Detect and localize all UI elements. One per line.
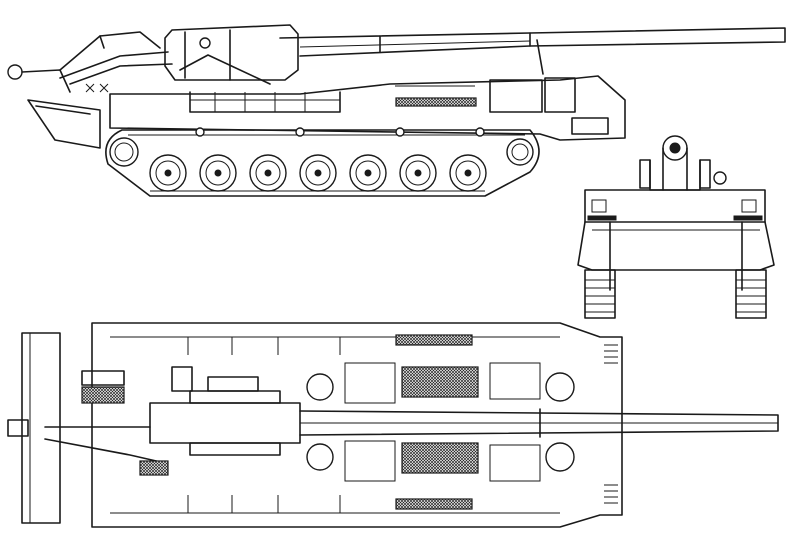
drive-sprocket (109, 137, 534, 167)
gun-muzzle (639, 135, 727, 191)
road-wheel (299, 154, 337, 192)
tracks-front (584, 269, 767, 319)
road-wheel (149, 154, 187, 192)
road-wheel (399, 154, 437, 192)
road-wheel (249, 154, 287, 192)
rear-spade (7, 31, 161, 149)
gun-top (44, 390, 779, 464)
gun-barrel (279, 27, 786, 75)
top-view (0, 315, 790, 536)
equipment-boxes (81, 366, 259, 476)
front-hull (577, 189, 775, 291)
return-rollers (195, 127, 485, 137)
road-wheel (199, 154, 237, 192)
side-view (0, 0, 790, 215)
front-view (570, 130, 785, 325)
road-wheel (349, 154, 387, 192)
gun-cradle (59, 24, 299, 85)
rear-spade-top (7, 332, 61, 524)
road-wheels (149, 154, 487, 192)
hull-top (91, 322, 623, 528)
road-wheel (449, 154, 487, 192)
front-grilles (604, 344, 618, 504)
hatches (306, 372, 575, 472)
